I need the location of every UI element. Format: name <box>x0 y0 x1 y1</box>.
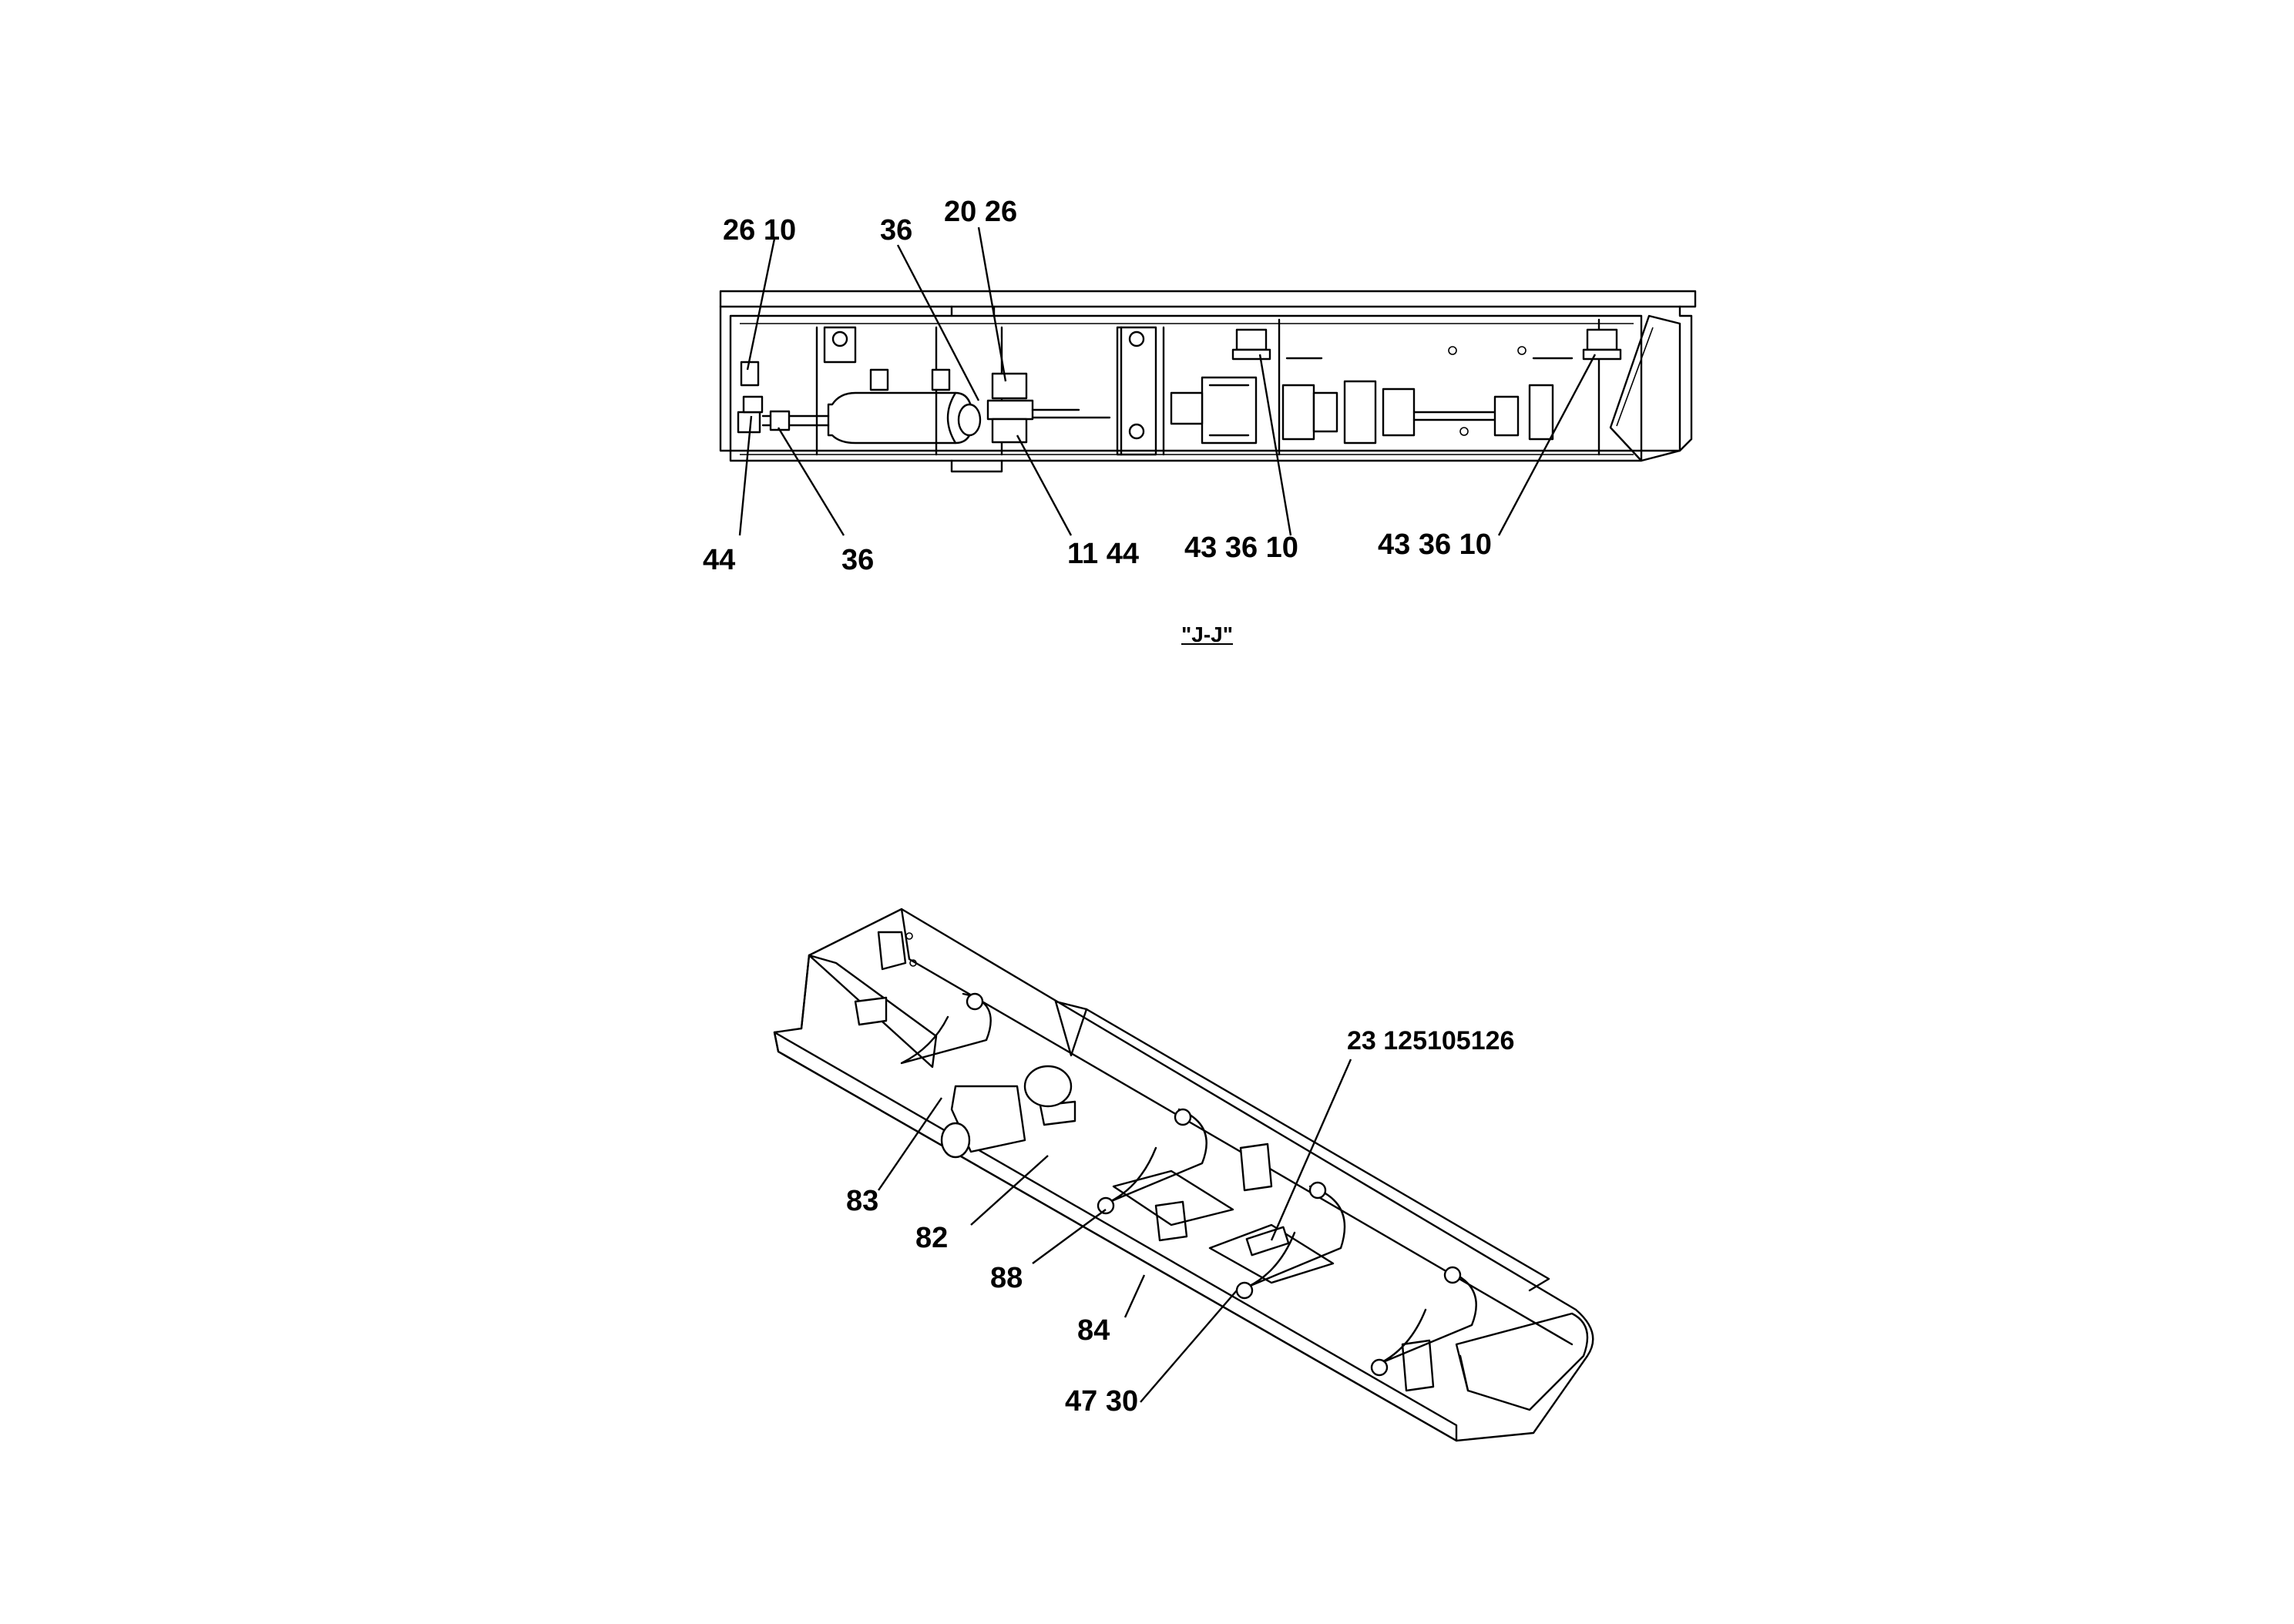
callout-44: 44 <box>703 544 736 576</box>
callout-83: 83 <box>846 1185 879 1217</box>
isometric-view-leaders <box>878 1059 1352 1403</box>
callout-47-30: 47 30 <box>1065 1385 1139 1418</box>
callout-23-125105126: 23 125105126 <box>1347 1026 1515 1055</box>
callout-20-26: 20 26 <box>944 196 1018 228</box>
callout-84: 84 <box>1077 1314 1110 1347</box>
section-label: "J-J" <box>1181 622 1234 646</box>
callout-26-10: 26 10 <box>723 214 797 247</box>
section-view-leaders <box>738 226 1597 536</box>
callout-88: 88 <box>990 1262 1023 1294</box>
callout-36-top: 36 <box>880 214 913 247</box>
callout-36-bottom: 36 <box>841 544 875 576</box>
callout-43-36-10-left: 43 36 10 <box>1184 532 1298 564</box>
section-view-drawing <box>719 290 1697 473</box>
callout-43-36-10-right: 43 36 10 <box>1378 528 1492 561</box>
callout-82: 82 <box>915 1222 949 1254</box>
callout-11-44: 11 44 <box>1067 538 1139 570</box>
isometric-view-drawing <box>773 908 1594 1442</box>
